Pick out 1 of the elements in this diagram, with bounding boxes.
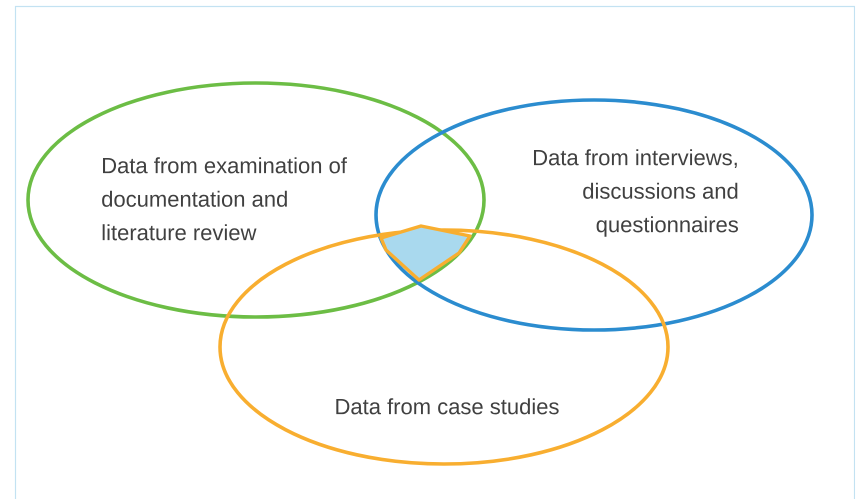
overlap-area — [379, 224, 472, 282]
